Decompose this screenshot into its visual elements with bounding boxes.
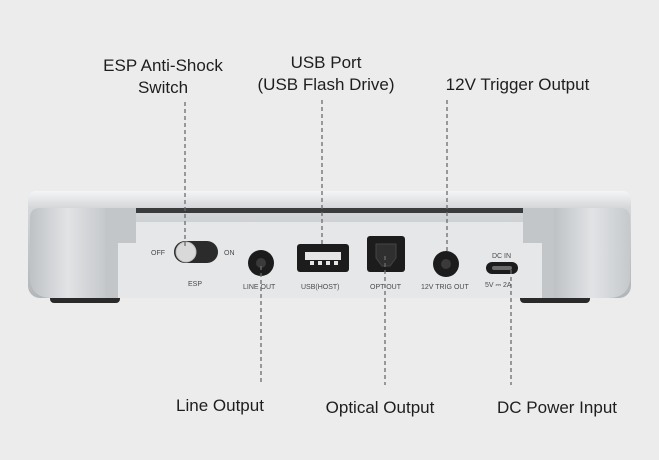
trigger-output-callout-text: 12V Trigger Output <box>445 75 590 94</box>
usb-host-label: USB(HOST) <box>301 284 340 291</box>
esp-switch-callout-line2: Switch <box>137 78 189 97</box>
switch-off-label: OFF <box>151 250 165 257</box>
panel-shadow-right <box>523 208 554 298</box>
usb-pin-1 <box>310 261 314 265</box>
dc-rating-label: 5V ⎓ 2A <box>485 282 512 289</box>
usb-port-tongue <box>305 252 341 260</box>
usb-pin-3 <box>326 261 330 265</box>
line-output-callout: Line Output <box>160 395 280 417</box>
optical-out-shutter <box>375 243 397 267</box>
line-output-callout-text: Line Output <box>176 396 264 415</box>
usb-port-callout-line1: USB Port <box>290 53 362 72</box>
dc-power-input-callout: DC Power Input <box>482 397 632 419</box>
left-side-end <box>30 208 105 298</box>
usb-pin-4 <box>334 261 338 265</box>
optical-output-callout: Optical Output <box>310 397 450 419</box>
switch-on-label: ON <box>224 250 235 257</box>
chassis-top-lid <box>28 191 631 211</box>
usb-port-callout-line2: (USB Flash Drive) <box>257 75 395 94</box>
trigger-output-callout: 12V Trigger Output <box>425 74 610 96</box>
optical-output-callout-text: Optical Output <box>325 398 435 417</box>
trigger-out-jack-inner <box>441 259 451 269</box>
line-out-jack-inner <box>256 258 266 268</box>
panel-shadow-left <box>105 208 136 298</box>
esp-label: ESP <box>188 281 202 288</box>
dc-in-label: DC IN <box>492 253 511 260</box>
esp-switch-callout-line1: ESP Anti-Shock <box>103 56 223 75</box>
usb-pin-2 <box>318 261 322 265</box>
trig-out-label: 12V TRIG OUT <box>421 284 469 291</box>
esp-switch-knob[interactable] <box>175 241 197 263</box>
usb-port-callout: USB Port (USB Flash Drive) <box>246 52 406 96</box>
lid-gap <box>135 208 525 213</box>
opt-out-label: OPT OUT <box>370 284 402 291</box>
dc-in-usbc-tongue <box>492 266 512 270</box>
right-side-end <box>554 208 630 298</box>
dc-power-input-callout-text: DC Power Input <box>497 398 617 417</box>
line-out-label: LINE OUT <box>243 284 276 291</box>
esp-switch-callout: ESP Anti-Shock Switch <box>93 55 233 99</box>
